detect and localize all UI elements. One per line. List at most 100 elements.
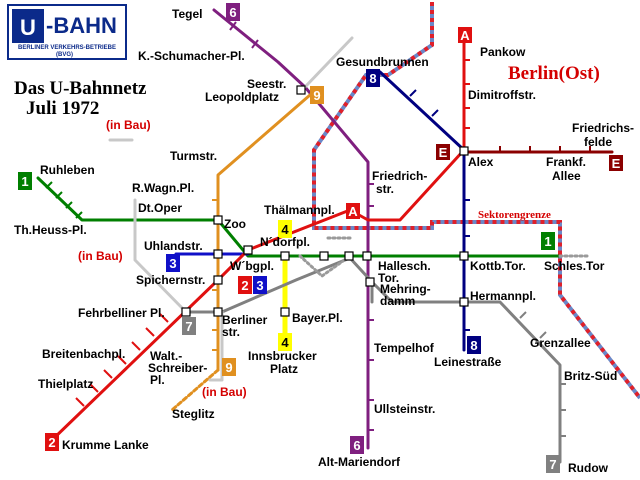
badge-7-left-bg bbox=[182, 317, 196, 335]
station-berlinerstr-1: Berliner bbox=[222, 313, 268, 327]
badge-9-bottom: 9 bbox=[225, 360, 232, 375]
station-box-mehring bbox=[365, 277, 375, 287]
badge-9-top-bg bbox=[310, 86, 324, 104]
connection-ndorf-hallesch bbox=[298, 254, 352, 278]
station-waltschreiber-2: Schreiber- bbox=[148, 361, 207, 375]
badge-6-top-bg bbox=[226, 3, 240, 21]
badge-4-bottom: 4 bbox=[281, 335, 289, 350]
station-box-berliner bbox=[213, 307, 223, 317]
construction-stub-kschumacher bbox=[303, 36, 354, 89]
bvg-logo: U -BAHN BERLINER VERKEHRS-BETRIEBE (BVG) bbox=[7, 4, 127, 60]
station-rudow: Rudow bbox=[568, 461, 609, 475]
station-box-ndorf bbox=[280, 251, 290, 261]
station-seestr: Seestr. bbox=[247, 77, 286, 91]
badge-4-bottom-bg bbox=[278, 333, 292, 351]
station-thielplatz: Thielplatz bbox=[38, 377, 93, 391]
badge-e-left: E bbox=[439, 145, 448, 160]
line-badges: 6 8 9 A 1 E E A 1 4 3 2 3 7 8 4 9 bbox=[18, 3, 623, 473]
station-ndorfpl: N´dorfpl. bbox=[260, 235, 310, 249]
station-rwagnerpl: R.Wagn.Pl. bbox=[132, 181, 194, 195]
badge-2-mid: 2 bbox=[241, 278, 248, 293]
station-fehrbellinerpl: Fehrbelliner Pl. bbox=[78, 306, 165, 320]
line-9-construction bbox=[170, 368, 220, 412]
station-thaelmannpl: Thälmannpl. bbox=[264, 203, 335, 217]
station-wbgpl: W´bgpl. bbox=[230, 259, 274, 273]
station-friedrichstr-2: str. bbox=[376, 182, 394, 196]
badge-e-left-bg bbox=[436, 144, 450, 160]
station-breitenbachpl: Breitenbachpl. bbox=[42, 347, 125, 361]
station-dimitroffstr: Dimitroffstr. bbox=[468, 88, 536, 102]
station-box-hallesch bbox=[344, 251, 354, 261]
badge-e-right: E bbox=[612, 156, 621, 171]
station-friedrichstr-1: Friedrich- bbox=[372, 169, 427, 183]
station-altmariendorf: Alt-Mariendorf bbox=[318, 455, 401, 469]
station-britzsued: Britz-Süd bbox=[564, 369, 617, 383]
station-uhlandstr: Uhlandstr. bbox=[144, 239, 203, 253]
station-frankfallee-2: Allee bbox=[552, 169, 581, 183]
station-box-spichern bbox=[213, 275, 223, 285]
station-friedrichsfelde-2: felde bbox=[584, 135, 612, 149]
station-grenzallee: Grenzallee bbox=[530, 336, 591, 350]
station-waltschreiber-3: Pl. bbox=[150, 373, 165, 387]
construction-stub-dtoper bbox=[133, 218, 188, 314]
logo-word: -BAHN bbox=[46, 13, 117, 38]
station-box-wbgpl bbox=[243, 245, 253, 255]
badge-4-top-bg bbox=[278, 220, 292, 238]
station-box-zoo bbox=[213, 215, 223, 225]
station-spichernstr: Spichernstr. bbox=[136, 273, 205, 287]
badge-3-left: 3 bbox=[169, 256, 176, 271]
badge-e-right-bg bbox=[609, 155, 623, 171]
station-krummelanke: Krumme Lanke bbox=[62, 438, 149, 452]
station-kottbtor: Kottb.Tor. bbox=[470, 259, 526, 273]
station-kschumacher: K.-Schumacher-Pl. bbox=[138, 49, 245, 63]
badge-3-mid: 3 bbox=[256, 278, 263, 293]
badge-4-top: 4 bbox=[281, 222, 289, 237]
station-pankow: Pankow bbox=[480, 45, 526, 59]
station-leopoldplatz: Leopoldplatz bbox=[205, 90, 279, 104]
under-construction-label-3: (in Bau) bbox=[202, 385, 247, 399]
station-thheusspl: Th.Heuss-Pl. bbox=[14, 223, 87, 237]
station-box-fehrbelliner bbox=[181, 307, 191, 317]
badge-8-top-bg bbox=[366, 69, 380, 87]
station-dtoper: Dt.Oper bbox=[138, 201, 182, 215]
sector-border bbox=[312, 2, 640, 400]
station-hallesch-1: Hallesch. bbox=[378, 259, 431, 273]
station-tegel: Tegel bbox=[172, 7, 202, 21]
sector-border-label: Sektorengrenze bbox=[478, 209, 551, 221]
station-mehringdamm-1: Mehring- bbox=[380, 282, 431, 296]
logo-letter: U bbox=[20, 15, 36, 40]
station-hermannpl: Hermannpl. bbox=[470, 289, 536, 303]
station-box-leopold bbox=[296, 85, 306, 95]
station-box-hallesch2 bbox=[362, 251, 372, 261]
badge-a-top: A bbox=[460, 28, 470, 43]
badge-1-left-bg bbox=[18, 172, 32, 190]
line-9-track bbox=[216, 93, 312, 372]
region-label: Berlin(Ost) bbox=[508, 63, 600, 84]
station-tempelhof: Tempelhof bbox=[374, 341, 435, 355]
under-construction-label-2: (in Bau) bbox=[78, 249, 123, 263]
station-gesundbrunnen: Gesundbrunnen bbox=[336, 55, 429, 69]
badge-7-bottom: 7 bbox=[549, 457, 556, 472]
station-schlestor: Schles.Tor bbox=[544, 259, 605, 273]
badge-a-mid: A bbox=[348, 204, 358, 219]
station-frankfallee-1: Frankf. bbox=[546, 155, 586, 169]
badge-3-left-bg bbox=[166, 254, 180, 272]
badge-1-left: 1 bbox=[21, 174, 28, 189]
badge-a-top-bg bbox=[458, 27, 472, 43]
badge-1-right-bg bbox=[541, 232, 555, 250]
logo-abbr: (BVG) bbox=[56, 52, 73, 58]
station-innsbrucker-2: Platz bbox=[270, 362, 298, 376]
badge-6-bottom: 6 bbox=[353, 438, 360, 453]
station-waltschreiber-1: Walt.- bbox=[150, 349, 182, 363]
badge-7-bottom-bg bbox=[546, 455, 560, 473]
badge-2-bottom-bg bbox=[45, 433, 59, 451]
under-construction-label-1: (in Bau) bbox=[106, 118, 151, 132]
station-box-alex bbox=[459, 146, 469, 156]
station-bayerpl: Bayer.Pl. bbox=[292, 311, 343, 325]
station-labels: Tegel K.-Schumacher-Pl. Seestr. Leopoldp… bbox=[14, 7, 634, 475]
station-box-uhland bbox=[213, 249, 223, 259]
station-ullsteinstr: Ullsteinstr. bbox=[374, 402, 435, 416]
station-zoo: Zoo bbox=[224, 217, 246, 231]
station-turmstr: Turmstr. bbox=[170, 149, 217, 163]
